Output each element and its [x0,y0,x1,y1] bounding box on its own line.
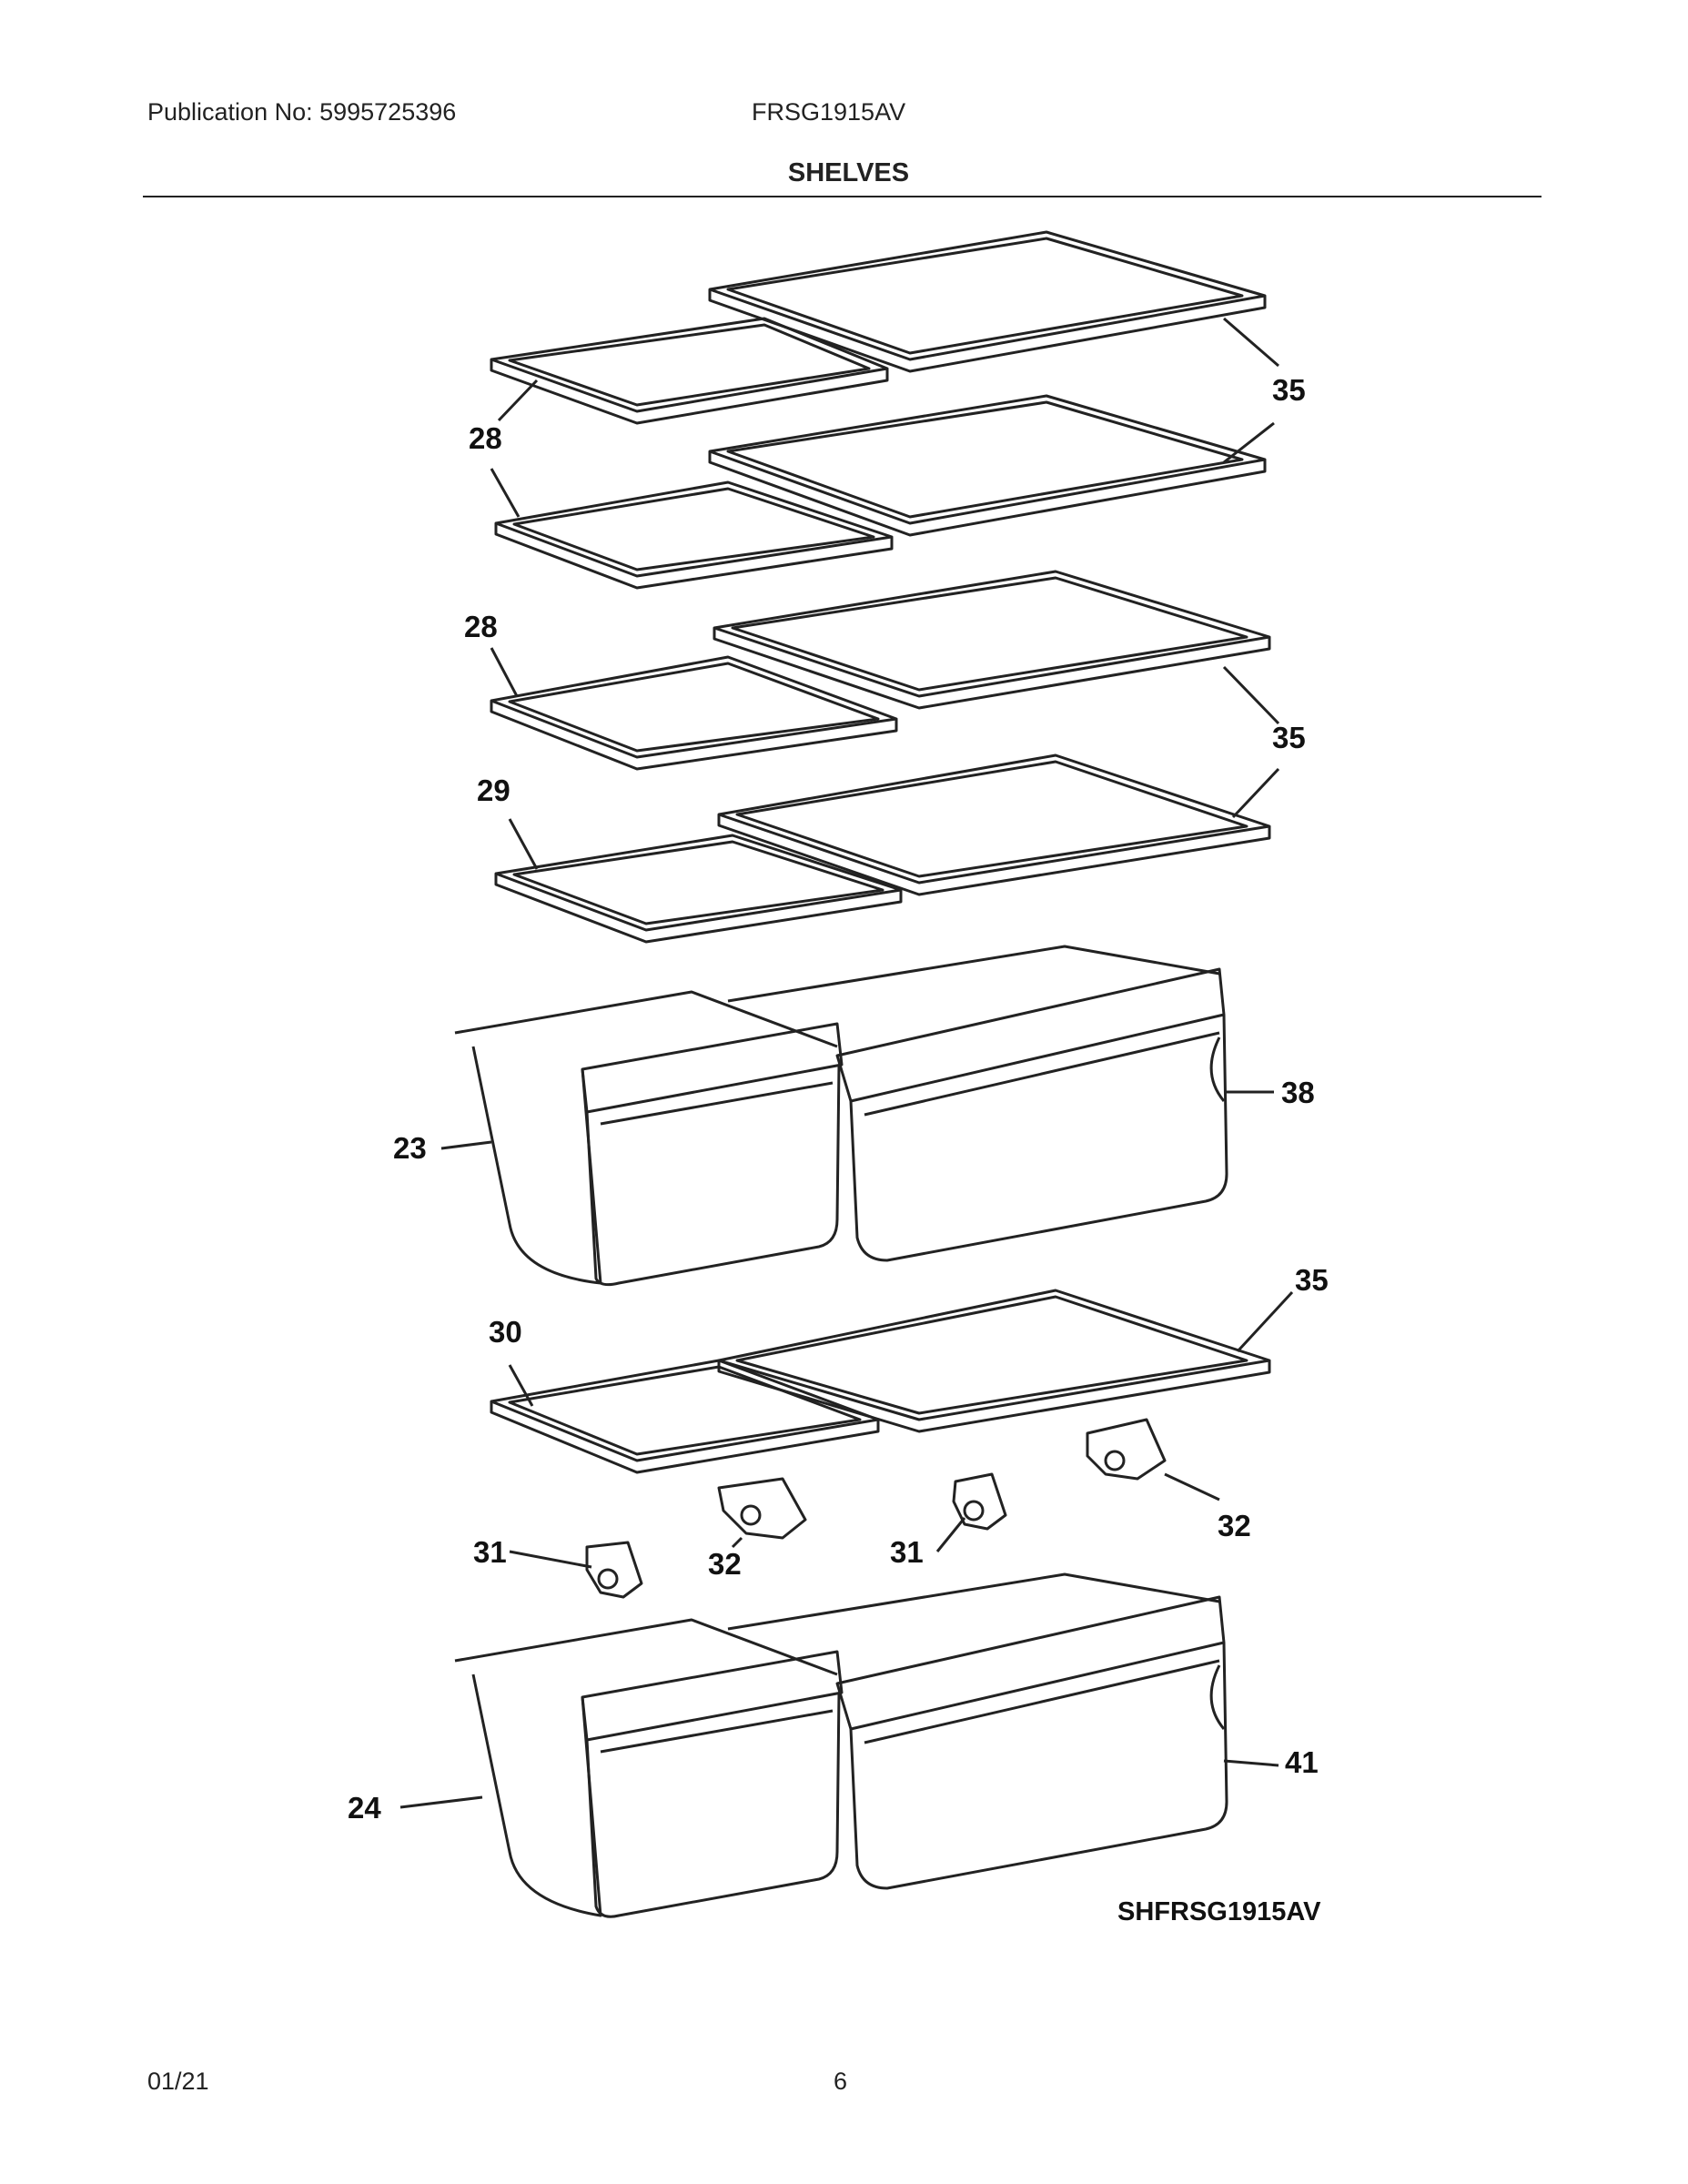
crisper-drawer-left-lower [454,1618,844,1918]
footer-page-number: 6 [834,2068,848,2095]
crisper-drawer-right-upper [727,945,1228,1262]
shelf-small-3 [490,655,898,771]
bracket-32-right [1086,1418,1167,1481]
callout-32-left: 32 [708,1547,742,1581]
section-title: SHELVES [787,158,910,187]
crisper-drawer-left-upper [454,990,844,1287]
callout-23: 23 [393,1131,427,1165]
callout-28-upper: 28 [469,421,502,455]
callout-35-top: 35 [1272,373,1306,407]
callout-41: 41 [1285,1745,1319,1779]
callout-38: 38 [1281,1076,1315,1109]
bracket-31-right [952,1472,1007,1531]
diagram-id-label: SHFRSG1915AV [1117,1897,1321,1926]
shelf-small-4 [494,834,903,944]
model-number: FRSG1915AV [752,98,906,126]
shelf-large-5 [717,1289,1271,1433]
callout-29: 29 [477,774,510,807]
shelf-large-2 [708,394,1267,537]
callout-24: 24 [348,1791,381,1825]
shelf-small-2 [494,480,894,590]
crisper-drawer-right-lower [727,1572,1228,1890]
callout-31-left: 31 [473,1535,507,1569]
callout-32-right: 32 [1218,1509,1251,1542]
callout-35-lower: 35 [1295,1263,1329,1297]
callout-31-right: 31 [890,1535,924,1569]
bracket-31-left [585,1541,643,1599]
shelf-small-5 [490,1359,880,1474]
header-divider [143,196,1541,197]
leader-lines [399,317,1294,1809]
publication-number: Publication No: 5995725396 [147,98,457,126]
shelf-large-3 [713,570,1271,710]
shelf-large-1 [708,230,1267,373]
callout-28-lower: 28 [464,610,498,643]
callout-30: 30 [489,1315,522,1349]
footer-date: 01/21 [147,2068,209,2095]
shelf-small-1 [490,317,889,425]
callout-35-middle: 35 [1272,721,1306,754]
bracket-32-left [717,1477,807,1540]
shelf-large-4 [717,753,1271,896]
